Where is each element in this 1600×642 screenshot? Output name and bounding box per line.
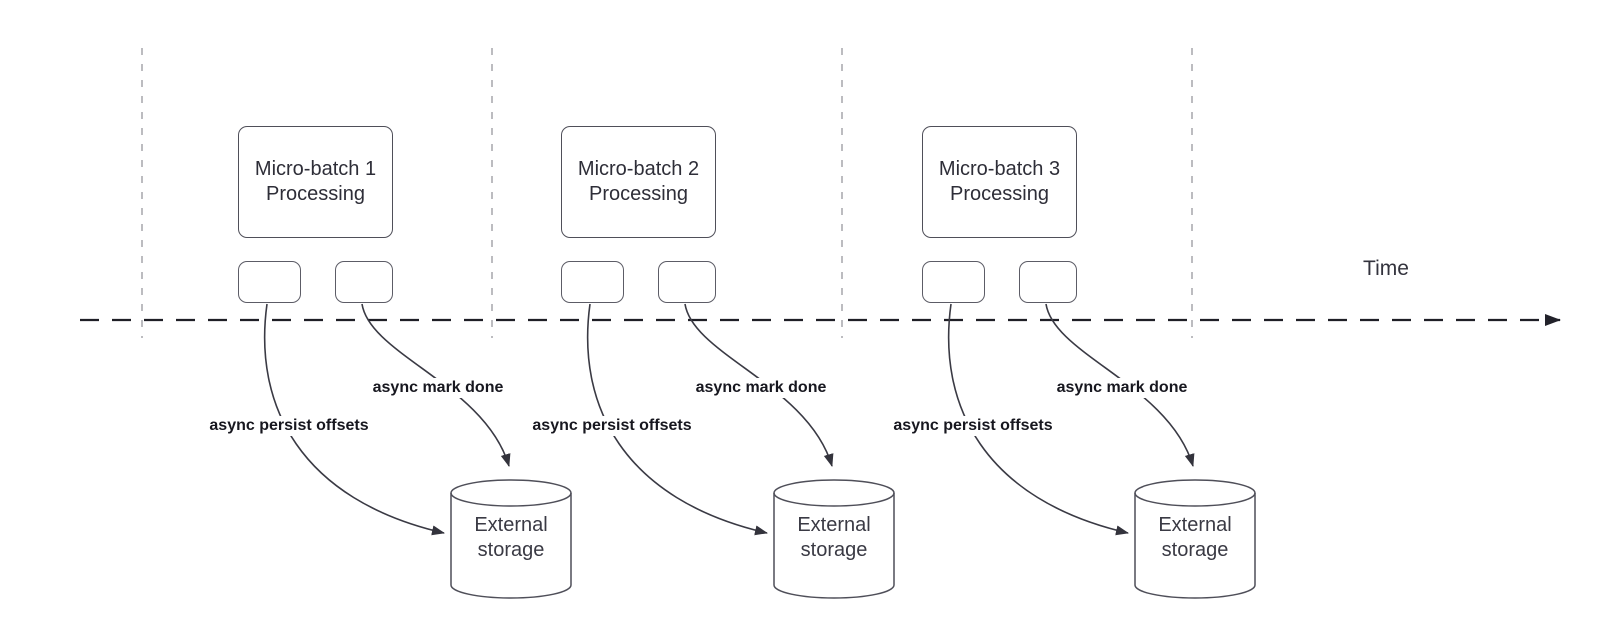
task-box-left-1 [238,261,301,303]
persist-offsets-label: async persist offsets [205,416,373,436]
external-storage-label: External storage [1158,514,1232,561]
storage-cylinder [1134,479,1256,599]
mark-done-arrow [1045,303,1195,467]
task-box-right-2 [658,261,716,303]
mark-done-label: async mark done [368,378,508,398]
external-storage-label: External storage [797,514,871,561]
group-2-lines [586,303,895,599]
time-label: Time [1363,257,1409,280]
task-box-left-3 [922,261,985,303]
group-3-lines [947,303,1256,599]
task-box-left-2 [561,261,624,303]
persist-offsets-label: async persist offsets [528,416,696,436]
mark-done-arrow [361,303,511,467]
persist-offsets-arrow [263,303,445,536]
micro-batch-box-label: Micro-batch 2 Processing [577,158,700,205]
storage-cylinder-top-ellipse [773,492,895,507]
mark-done-label: async mark done [1052,378,1192,398]
micro-batch-box-1: Micro-batch 1 Processing [238,126,393,238]
task-box-right-1 [335,261,393,303]
storage-cylinder-top-ellipse [1134,492,1256,507]
micro-batch-box-3: Micro-batch 3 Processing [922,126,1077,238]
storage-cylinder [450,479,572,599]
mark-done-label: async mark done [691,378,831,398]
task-box-right-3 [1019,261,1077,303]
group-1-lines [263,303,572,599]
storage-cylinder [773,479,895,599]
persist-offsets-label: async persist offsets [889,416,1057,436]
micro-batch-box-label: Micro-batch 1 Processing [254,158,377,205]
persist-offsets-arrow [586,303,768,536]
persist-offsets-arrow [947,303,1129,536]
storage-cylinder-top-ellipse [450,492,572,507]
mark-done-arrow [684,303,834,467]
micro-batch-box-2: Micro-batch 2 Processing [561,126,716,238]
micro-batch-box-label: Micro-batch 3 Processing [938,158,1061,205]
external-storage-label: External storage [474,514,548,561]
